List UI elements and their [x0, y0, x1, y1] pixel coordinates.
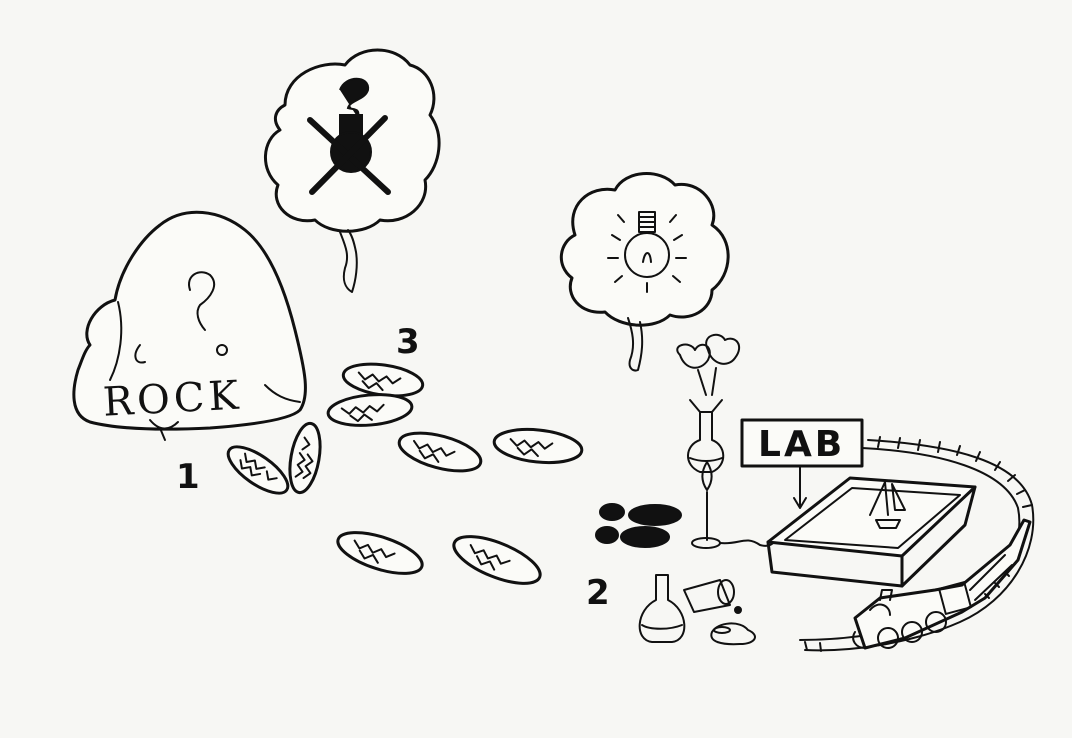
step-label-2: 2	[586, 573, 610, 613]
lab-sign: LAB	[740, 418, 864, 509]
footprints-group-2	[336, 531, 542, 585]
water-tank	[766, 476, 977, 588]
question-mark-icon	[188, 271, 216, 331]
crossed-out-light-bulb-icon	[307, 77, 391, 195]
rock: ROCK	[72, 210, 307, 441]
thought-cloud-left	[264, 48, 441, 293]
footprints-group-3	[326, 362, 584, 473]
bunsen-burner	[691, 461, 776, 549]
step-label-3: 3	[396, 322, 420, 362]
lab-label: LAB	[758, 424, 845, 465]
footprints-group-1	[226, 421, 322, 495]
glowing-light-bulb-icon	[607, 211, 687, 293]
black-footprints	[595, 503, 682, 548]
thought-cloud-right	[560, 172, 730, 372]
spilled-glassware	[638, 574, 756, 646]
distillation-flask	[676, 333, 741, 473]
sailboat-icon	[869, 481, 901, 529]
rock-label: ROCK	[102, 373, 244, 426]
steam-locomotive	[852, 518, 1032, 650]
step-label-1: 1	[176, 457, 200, 497]
